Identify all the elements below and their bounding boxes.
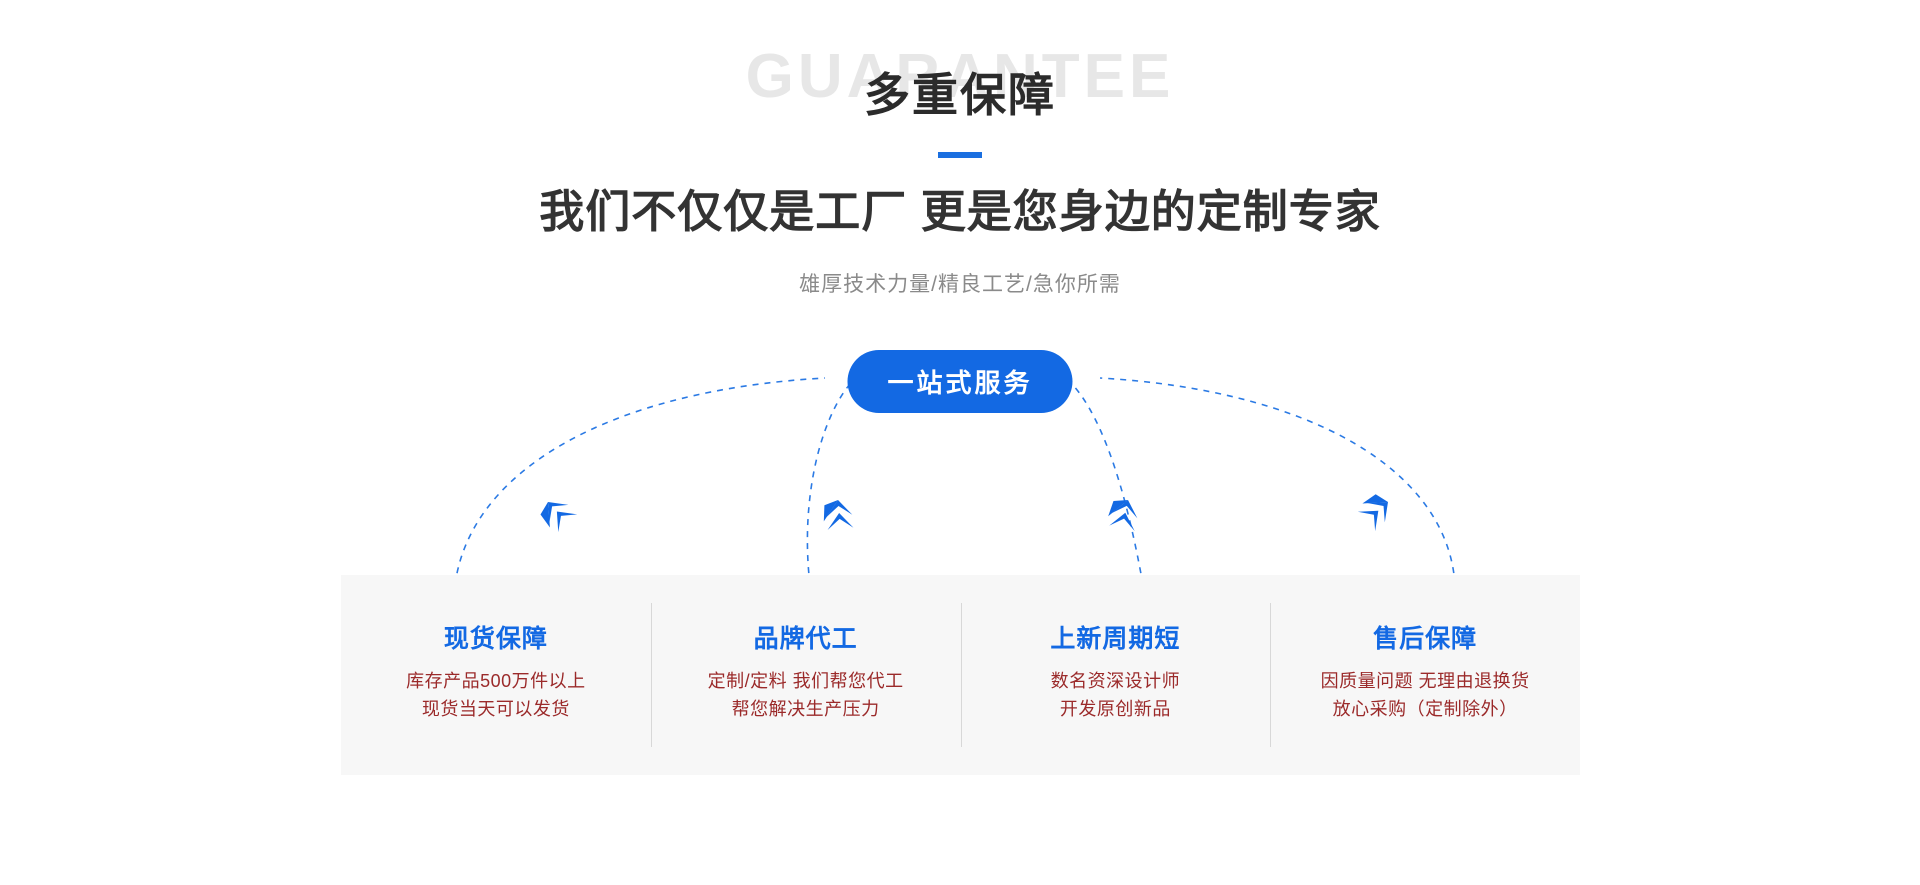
one-stop-service-badge[interactable]: 一站式服务	[847, 350, 1073, 413]
feature-title-1: 现货保障	[443, 625, 548, 654]
feature-title-4: 售后保障	[1373, 625, 1478, 654]
feature-title-3: 上新周期短	[1050, 625, 1181, 654]
feature-desc-2-line-1: 定制/定料 我们帮您代工	[707, 670, 904, 691]
feature-column-1[interactable]: 现货保障 库存产品500万件以上 现货当天可以发货	[341, 575, 651, 775]
headline-text: 我们不仅仅是工厂 更是您身边的定制专家	[539, 186, 1381, 237]
feature-desc-1: 库存产品500万件以上 现货当天可以发货	[406, 668, 586, 724]
arc-path-4	[1099, 377, 1456, 586]
feature-desc-1-line-2: 现货当天可以发货	[421, 698, 570, 719]
double-chevron-arrow-icon-1	[540, 502, 578, 533]
feature-desc-3-line-1: 数名资深设计师	[1050, 670, 1181, 691]
features-panel: 现货保障 库存产品500万件以上 现货当天可以发货 品牌代工 定制/定料 我们帮…	[341, 575, 1580, 775]
feature-desc-4-line-1: 因质量问题 无理由退换货	[1320, 670, 1530, 691]
arc-path-2	[806, 383, 851, 586]
feature-desc-3: 数名资深设计师 开发原创新品	[1051, 668, 1181, 724]
arc-path-3	[1071, 383, 1144, 586]
header-block: GUARANTEE 多重保障 我们不仅仅是工厂 更是您身边的定制专家 雄厚技术力…	[0, 0, 1920, 340]
double-chevron-arrow-icon-2	[823, 500, 854, 531]
double-chevron-arrow-icon-4	[1357, 494, 1388, 532]
page-title: 多重保障	[864, 69, 1056, 121]
feature-column-4[interactable]: 售后保障 因质量问题 无理由退换货 放心采购（定制除外）	[1270, 575, 1580, 775]
double-chevron-arrow-icon-3	[1108, 500, 1138, 532]
feature-title-2: 品牌代工	[753, 625, 858, 654]
watermark-text: GUARANTEE	[745, 42, 1175, 111]
feature-desc-1-line-1: 库存产品500万件以上	[406, 670, 586, 691]
feature-desc-3-line-2: 开发原创新品	[1059, 698, 1171, 719]
feature-column-3[interactable]: 上新周期短 数名资深设计师 开发原创新品	[960, 575, 1271, 775]
arc-path-1	[454, 377, 826, 586]
title-underline-rule	[938, 152, 982, 158]
feature-desc-4-line-2: 放心采购（定制除外）	[1332, 698, 1518, 719]
feature-desc-2-line-2: 帮您解决生产压力	[731, 698, 880, 719]
feature-column-2[interactable]: 品牌代工 定制/定料 我们帮您代工 帮您解决生产压力	[650, 575, 961, 775]
feature-desc-2: 定制/定料 我们帮您代工 帮您解决生产压力	[708, 668, 904, 724]
subtitle-text: 雄厚技术力量/精良工艺/急你所需	[799, 273, 1121, 296]
feature-desc-4: 因质量问题 无理由退换货 放心采购（定制除外）	[1321, 668, 1530, 724]
